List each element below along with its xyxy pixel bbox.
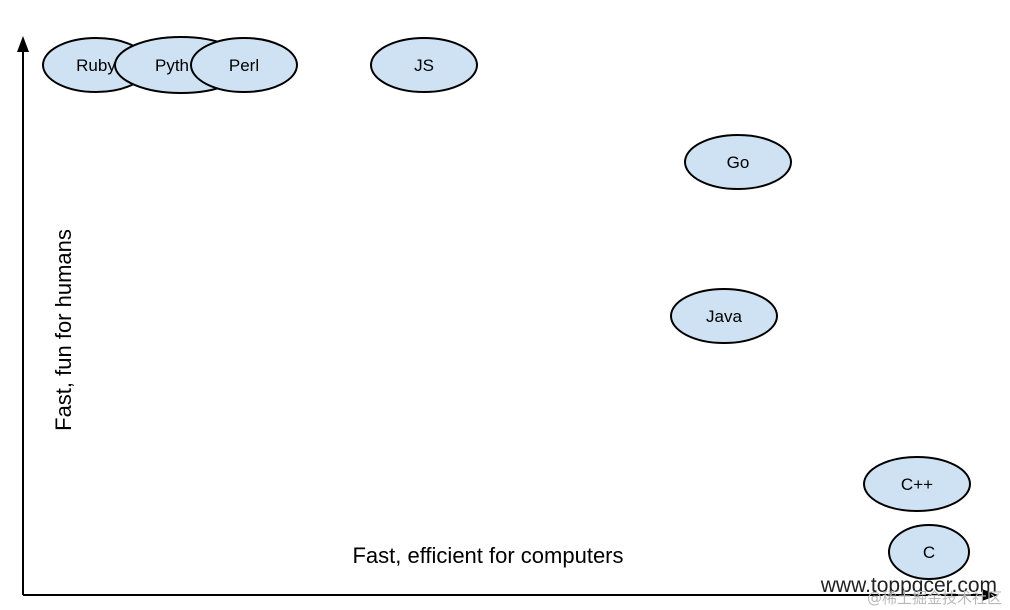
node-cpp-label: C++ xyxy=(901,475,933,494)
watermark-community: @稀土掘金技术社区 xyxy=(867,589,1002,607)
watermark-url: www.toppgcer.com xyxy=(820,574,997,597)
node-perl: Perl xyxy=(190,37,298,93)
node-python-label: Pyth xyxy=(155,56,189,75)
y-axis-arrowhead xyxy=(17,36,29,52)
node-cpp-ellipse xyxy=(863,456,971,512)
node-ruby-label: Ruby xyxy=(76,56,116,75)
node-java-label: Java xyxy=(706,307,742,326)
node-go-label: Go xyxy=(727,153,750,172)
node-c: C xyxy=(888,524,970,580)
node-perl-label: Perl xyxy=(229,56,259,75)
node-java-ellipse xyxy=(670,288,778,344)
x-axis-label: Fast, efficient for computers xyxy=(352,543,623,568)
y-axis-label: Fast, fun for humans xyxy=(51,229,76,431)
node-go-ellipse xyxy=(684,134,792,190)
node-java: Java xyxy=(670,288,778,344)
node-js-label: JS xyxy=(414,56,434,75)
node-go: Go xyxy=(684,134,792,190)
node-js: JS xyxy=(370,37,478,93)
node-cpp: C++ xyxy=(863,456,971,512)
node-c-label: C xyxy=(923,543,935,562)
x-axis-arrowhead xyxy=(982,589,998,601)
node-perl-ellipse xyxy=(190,37,298,93)
node-js-ellipse xyxy=(370,37,478,93)
node-c-ellipse xyxy=(888,524,970,580)
